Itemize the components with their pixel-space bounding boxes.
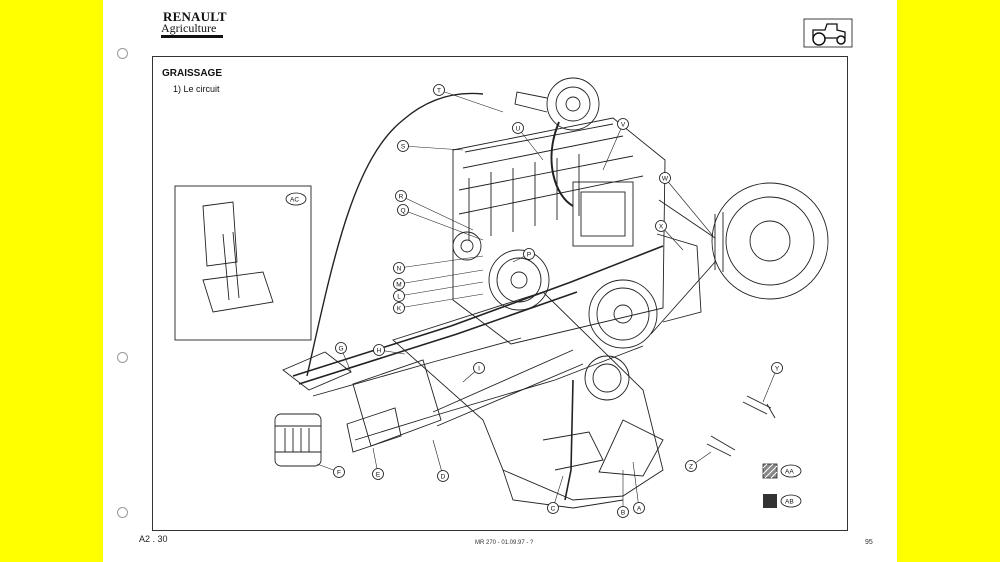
- callout-leader: [400, 195, 474, 231]
- callout-circle: [633, 502, 645, 514]
- inset-label-badge: [285, 192, 307, 206]
- punch-hole-icon: [117, 352, 128, 363]
- callout-group: T U V S RQ W X N P MLK H G I Y Z F E D C B A: [316, 84, 783, 518]
- callout-label-t: T: [437, 87, 441, 94]
- callout-circle: [617, 118, 629, 130]
- legend-label-badge: [780, 494, 802, 508]
- inset-label: AC: [290, 197, 299, 204]
- callout-label-f: F: [337, 469, 341, 476]
- callout-circle: [523, 248, 535, 260]
- callout-leader: [517, 127, 544, 161]
- callout-circle: [473, 362, 485, 374]
- section-title: GRAISSAGE: [162, 68, 223, 79]
- callout-label-l: L: [397, 293, 401, 300]
- callout-label-r: R: [399, 193, 404, 200]
- callout-circle: [372, 468, 384, 480]
- callout-circle: [617, 506, 629, 518]
- callout-circle: [437, 470, 449, 482]
- callout-label-q: Q: [400, 207, 405, 214]
- brand-renault: RENAULT: [163, 9, 227, 24]
- callout-leader: [398, 269, 484, 285]
- callout-label-k: K: [397, 305, 402, 312]
- callout-circle: [393, 262, 405, 274]
- callout-leader: [398, 293, 484, 309]
- brand-underline: [161, 35, 223, 38]
- callout-circle: [685, 460, 697, 472]
- legend-swatch-solid: [763, 494, 777, 508]
- callout-label-i: I: [478, 365, 480, 372]
- callout-label-s: S: [401, 143, 406, 150]
- hatch-lines: [762, 463, 778, 479]
- diagram-frame: [152, 56, 848, 531]
- callout-label-a: A: [637, 505, 642, 512]
- callout-leader: [632, 461, 640, 509]
- callout-circle: [333, 466, 345, 478]
- callout-leader: [664, 177, 714, 237]
- callout-leader: [402, 209, 484, 241]
- callout-label-d: D: [441, 473, 446, 480]
- callout-leader: [398, 281, 484, 297]
- callout-label-p: P: [527, 251, 531, 258]
- callout-label-c: C: [551, 505, 556, 512]
- callout-label-m: M: [396, 281, 401, 288]
- callout-label-z: Z: [689, 463, 693, 470]
- callout-label-e: E: [376, 471, 381, 478]
- tractor-icon: [803, 18, 853, 48]
- punch-hole-icon: [117, 48, 128, 59]
- callout-label-g: G: [338, 345, 343, 352]
- callout-leader: [432, 439, 444, 477]
- callout-circle: [659, 172, 671, 184]
- callout-circle: [395, 190, 407, 202]
- callout-circle: [397, 140, 409, 152]
- callout-leader: [398, 255, 484, 269]
- callout-leader: [762, 367, 778, 403]
- brand-agriculture: Agriculture: [161, 21, 217, 35]
- legend-label-ab: AB: [785, 499, 794, 506]
- callout-circle: [433, 84, 445, 96]
- right-margin-bar: [897, 0, 1000, 562]
- legend-label-badge: [780, 464, 802, 478]
- callout-circle: [547, 502, 559, 514]
- callout-label-w: W: [662, 175, 669, 182]
- page-reference: A2 . 30: [139, 534, 168, 544]
- callout-label-u: U: [516, 125, 521, 132]
- callout-circle: [397, 204, 409, 216]
- callout-label-x: X: [659, 223, 664, 230]
- callout-circle: [655, 220, 667, 232]
- callout-circle: [373, 344, 385, 356]
- callout-circle: [393, 302, 405, 314]
- callout-label-b: B: [621, 509, 625, 516]
- legend-label-aa: AA: [785, 469, 794, 476]
- callout-leader: [602, 123, 624, 171]
- callout-leader: [438, 89, 504, 113]
- callout-circle: [512, 122, 524, 134]
- callout-label-h: H: [377, 347, 382, 354]
- punch-hole-icon: [117, 507, 128, 518]
- document-page: RENAULT Agriculture GRAISSAGE 1) Le circ…: [103, 0, 897, 562]
- callout-circle: [335, 342, 347, 354]
- document-code: MR 270 - 01.09.97 - ?: [475, 540, 534, 546]
- callout-label-n: N: [397, 265, 402, 272]
- section-subtitle: 1) Le circuit: [173, 84, 220, 94]
- legend-swatch-hatched: [762, 463, 778, 479]
- callout-circle: [771, 362, 783, 374]
- callout-circle: [393, 278, 405, 290]
- legend-group: AA AB AC: [285, 192, 802, 508]
- callout-circle: [393, 290, 405, 302]
- left-margin-bar: [0, 0, 103, 562]
- callout-label-y: Y: [775, 365, 780, 372]
- page-number: 95: [865, 539, 873, 546]
- callout-label-v: V: [621, 121, 626, 128]
- lubrication-circuit-diagram: T U V S RQ W X N P MLK H G I Y Z F E D C B A AA AB AC: [174, 77, 829, 518]
- callout-leader: [402, 145, 464, 151]
